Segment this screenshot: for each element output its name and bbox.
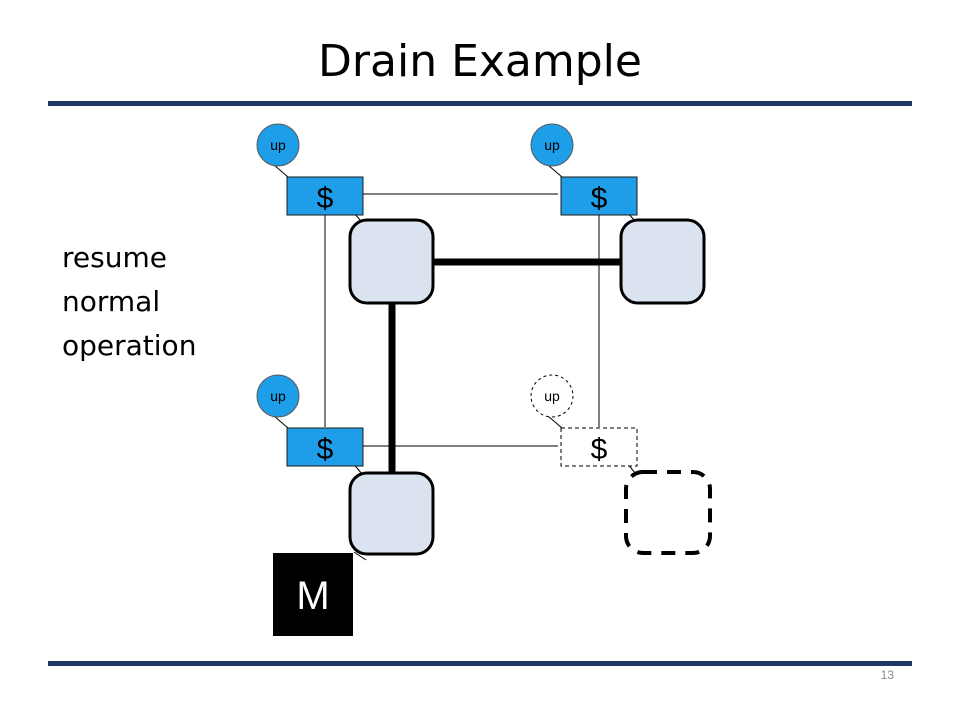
status-caption: resume normal operation [62,236,196,368]
status-label-bl: up [270,388,286,404]
caption-line-2: normal [62,285,161,318]
page-number: 13 [880,668,894,682]
bottom-divider [48,661,912,666]
node-tr [619,218,706,305]
cache-box-tr: $ [560,176,638,216]
node-br-drained [624,470,712,555]
status-circle-bl: up [256,374,300,418]
thin-links [273,164,637,561]
caption-line-3: operation [62,329,197,362]
caption-line-1: resume [62,241,167,274]
cache-box-br-drained: $ [560,427,638,467]
memory-label: M [296,574,329,618]
link-node-memory [353,551,367,561]
link-up-tr [547,164,563,178]
link-up-bl [273,415,289,429]
cache-symbol-bl: $ [317,433,334,466]
node-tl [348,218,435,305]
link-up-tl [273,164,289,178]
status-circle-tl: up [256,123,300,167]
cache-box-bl: $ [286,427,364,467]
slide-title: Drain Example [318,36,642,87]
memory-controller: M [273,553,353,636]
status-label-br: up [544,388,560,404]
link-up-br [547,415,563,429]
top-divider [48,101,912,106]
status-circle-br-drained: up [530,374,574,418]
node-bl [348,471,435,556]
cache-symbol-tr: $ [591,182,608,215]
status-label-tr: up [544,137,560,153]
cache-symbol-br: $ [591,433,608,466]
active-paths [388,258,620,475]
status-circle-tr: up [530,123,574,167]
cache-symbol-tl: $ [317,182,334,215]
status-label-tl: up [270,137,286,153]
cache-box-tl: $ [286,176,364,216]
